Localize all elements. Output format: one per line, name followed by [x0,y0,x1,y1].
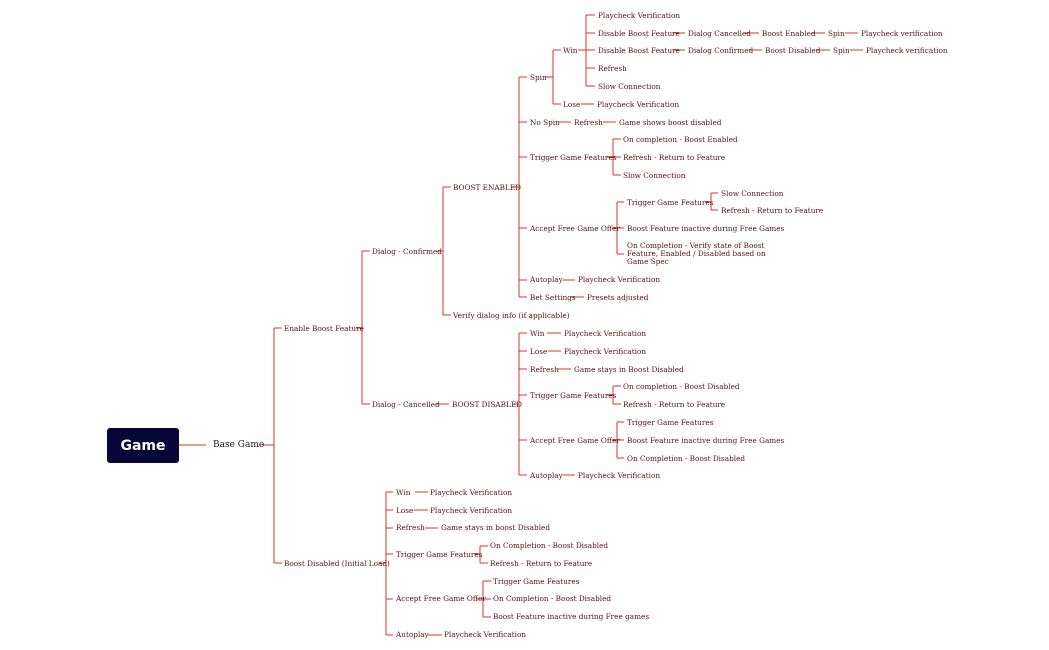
node-bd-free-trigger[interactable]: Trigger Game Features [627,418,714,427]
node-boost-disabled-initial[interactable]: Boost Disabled (Initial Load) [284,559,390,568]
root-node-game[interactable]: Game [107,428,179,463]
connector [545,49,561,105]
node-base-game[interactable]: Base Game [213,440,265,450]
node-disable-boost-confirm[interactable]: Disable Boost Feature [598,46,680,55]
node-spin-win[interactable]: Win [563,46,578,55]
node-free-completion-enabled[interactable]: On Completion - Verify state of Boost Fe… [627,241,766,266]
node-win-playcheck[interactable]: Playcheck Verification [598,11,681,20]
node-bd-refresh[interactable]: Refresh [530,365,559,374]
node-init-lose[interactable]: Lose [396,506,414,515]
node-free-inactive-enabled[interactable]: Boost Feature inactive during Free Games [627,224,785,233]
node-presets-adjusted[interactable]: Presets adjusted [587,293,649,302]
connector [612,421,624,459]
node-free-trigger-slow[interactable]: Slow Connection [721,189,784,198]
node-spin[interactable]: Spin [530,73,547,82]
node-win-refresh[interactable]: Refresh [598,64,627,73]
node-bd-trigger[interactable]: Trigger Game Features [530,391,617,400]
node-dialog-cancelled[interactable]: Dialog - Cancelled [372,400,440,409]
connector [512,76,527,298]
node-trigger-slow-enabled[interactable]: Slow Connection [623,171,686,180]
connector [607,385,621,405]
node-init-trigger[interactable]: Trigger Game Features [396,550,483,559]
connector [477,580,491,618]
connector [379,491,393,636]
node-enable-boost-feature[interactable]: Enable Boost Feature [284,324,364,333]
connector [514,332,527,476]
node-verify-sub-2[interactable]: Playcheck verification [866,46,948,55]
node-init-lose-playcheck[interactable]: Playcheck Verification [430,506,513,515]
node-disable-boost-cancel[interactable]: Disable Boost Feature [598,29,680,38]
node-init-free-completion[interactable]: On Completion - Boost Disabled [493,594,612,603]
node-free-trigger-enabled[interactable]: Trigger Game Features [627,198,714,207]
node-init-win-playcheck[interactable]: Playcheck Verification [430,488,513,497]
node-verify-sub-1[interactable]: Playcheck verification [861,29,943,38]
node-boost-enabled-sub[interactable]: Boost Enabled [762,29,816,38]
node-init-autoplay[interactable]: Autoplay [396,630,429,639]
node-free-game-enabled[interactable]: Accept Free Game Offer [530,224,620,233]
node-spin-sub-1[interactable]: Spin [828,29,845,38]
node-bd-lose[interactable]: Lose [530,347,548,356]
node-init-trigger-refresh[interactable]: Refresh - Return to Feature [490,559,593,568]
node-verify-dialog-info[interactable]: Verify dialog info (if applicable) [453,311,570,320]
node-bd-win-playcheck[interactable]: Playcheck Verification [564,329,647,338]
connector [356,250,370,405]
node-dialog-confirmed-sub[interactable]: Dialog Confirmed [688,46,754,55]
node-dialog-cancelled-sub[interactable]: Dialog Cancelled [688,29,751,38]
node-spin-lose[interactable]: Lose [563,100,581,109]
node-boost-disabled[interactable]: BOOST DISABLED [452,400,523,409]
node-trigger-refresh-enabled[interactable]: Refresh - Return to Feature [623,153,726,162]
connector [262,327,282,564]
node-bd-free-completion[interactable]: On Completion - Boost Disabled [627,454,746,463]
node-lose-playcheck[interactable]: Playcheck Verification [597,100,680,109]
node-autoplay-enabled-playcheck[interactable]: Playcheck Verification [578,275,661,284]
node-boost-enabled[interactable]: BOOST ENABLED [453,183,522,192]
connector [437,186,451,316]
node-boost-disabled-sub[interactable]: Boost Disabled [765,46,821,55]
node-no-spin-refresh[interactable]: Refresh [574,118,603,127]
node-bd-win[interactable]: Win [530,329,545,338]
node-init-free-game[interactable]: Accept Free Game Offer [396,594,486,603]
node-init-free-inactive[interactable]: Boost Feature inactive during Free games [493,612,650,621]
node-init-trigger-completion[interactable]: On Completion - Boost Disabled [490,541,609,550]
node-bd-free-inactive[interactable]: Boost Feature inactive during Free Games [627,436,785,445]
node-no-spin-result[interactable]: Game shows boost disabled [619,118,722,127]
node-bd-lose-playcheck[interactable]: Playcheck Verification [564,347,647,356]
node-trigger-completion-enabled[interactable]: On completion - Boost Enabled [623,135,738,144]
node-no-spin[interactable]: No Spin [530,118,560,127]
connector [474,545,488,564]
node-win-slow[interactable]: Slow Connection [598,82,661,91]
node-bd-autoplay[interactable]: Autoplay [530,471,563,480]
node-init-free-trigger[interactable]: Trigger Game Features [493,577,580,586]
node-free-trigger-refresh[interactable]: Refresh - Return to Feature [721,206,824,215]
node-spin-sub-2[interactable]: Spin [833,46,850,55]
connector [607,138,621,176]
node-dialog-confirmed[interactable]: Dialog - Confirmed [372,247,442,256]
node-autoplay-enabled[interactable]: Autoplay [530,275,563,284]
connector [705,192,718,211]
node-bd-refresh-result[interactable]: Game stays in Boost Disabled [574,365,684,374]
node-init-win[interactable]: Win [396,488,411,497]
node-init-refresh-result[interactable]: Game stays in boost Disabled [441,523,551,532]
node-bd-trigger-refresh[interactable]: Refresh - Return to Feature [623,400,726,409]
node-bd-autoplay-playcheck[interactable]: Playcheck Verification [578,471,661,480]
connector [578,14,595,87]
node-bd-trigger-completion[interactable]: On completion - Boost Disabled [623,382,740,391]
node-init-refresh[interactable]: Refresh [396,523,425,532]
node-bd-free-game[interactable]: Accept Free Game Offer [530,436,620,445]
node-bet-settings[interactable]: Bet Settings [530,293,576,302]
connector [612,201,624,255]
node-init-autoplay-playcheck[interactable]: Playcheck Verification [444,630,527,639]
node-trigger-features-enabled[interactable]: Trigger Game Features [530,153,617,162]
